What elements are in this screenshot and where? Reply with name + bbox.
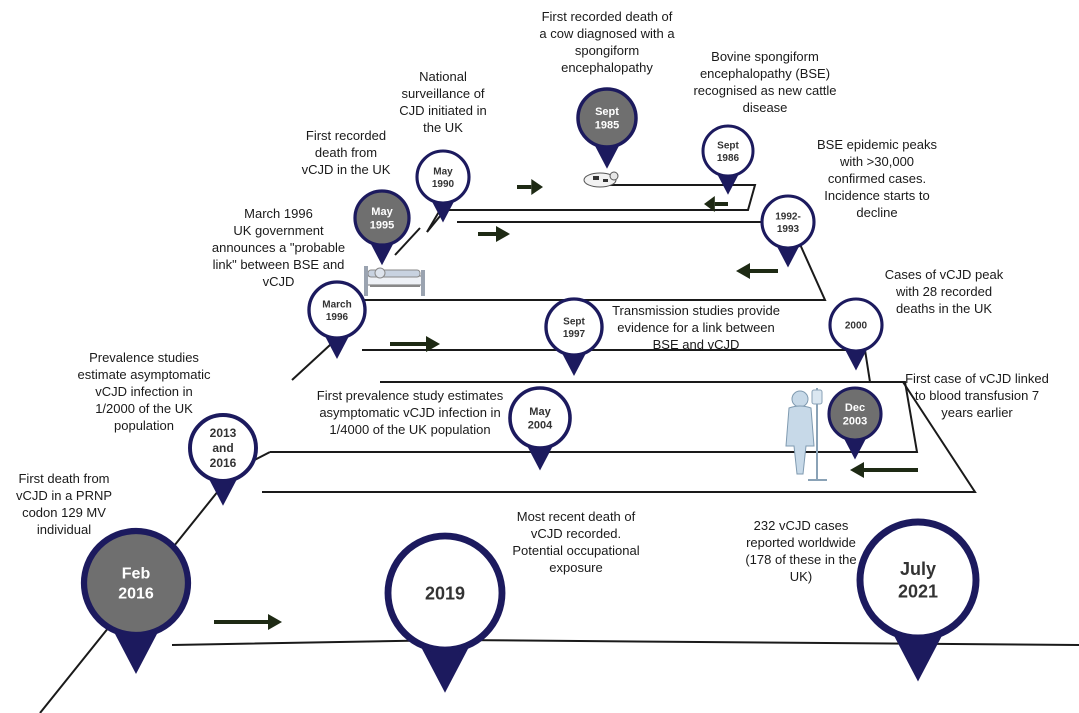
event-annotation-july-2021: 232 vCJD cases reported worldwide (178 o… bbox=[745, 518, 857, 584]
direction-arrows bbox=[214, 179, 918, 630]
event-annotation-may-2004: First prevalence study estimates asympto… bbox=[316, 388, 504, 437]
arrow-icon bbox=[517, 179, 543, 195]
event-annotation-2013-2016: Prevalence studies estimate asymptomatic… bbox=[77, 350, 211, 433]
transfusion-patient-icon bbox=[785, 388, 827, 481]
event-annotation-feb-2016: First death from vCJD in a PRNP codon 12… bbox=[15, 471, 113, 537]
event-annotation-may-1990: National surveillance of CJD initiated i… bbox=[399, 69, 487, 135]
arrow-icon bbox=[478, 226, 510, 242]
pin-date-label: 2019 bbox=[425, 583, 465, 603]
track-segment-1 bbox=[426, 184, 757, 233]
arrow-icon bbox=[736, 263, 778, 279]
pin-1992-1993: 1992-1993 bbox=[760, 194, 816, 268]
pin-date-label: 2000 bbox=[845, 321, 868, 332]
track-connector bbox=[394, 227, 421, 256]
event-annotation-dec-2003: First case of vCJD linked to blood trans… bbox=[905, 371, 1049, 420]
track-segment-4 bbox=[270, 381, 919, 453]
hospital-bed-icon bbox=[364, 266, 425, 296]
illustration-icons bbox=[364, 171, 827, 481]
pin-date-label: 1992-1993 bbox=[775, 211, 801, 235]
track-segment-5 bbox=[262, 381, 977, 493]
track-connector bbox=[291, 344, 331, 381]
event-annotation-2019: Most recent death of vCJD recorded. Pote… bbox=[512, 509, 640, 575]
event-annotation-march-1996: March 1996 UK government announces a "pr… bbox=[211, 206, 346, 289]
arrow-icon bbox=[704, 196, 728, 212]
arrow-icon bbox=[390, 336, 440, 352]
cow-icon bbox=[583, 171, 619, 188]
event-annotation-sept-1997: Transmission studies provide evidence fo… bbox=[612, 303, 780, 352]
event-annotation-may-1995: First recorded death from vCJD in the UK bbox=[301, 128, 391, 177]
pin-2019: 2019 bbox=[384, 532, 506, 693]
event-annotation-sept-1986: Bovine spongiform encephalopathy (BSE) r… bbox=[693, 49, 837, 115]
track-segment-6 bbox=[171, 638, 1079, 646]
pin-2000: 2000 bbox=[828, 297, 884, 371]
event-annotation-sept-1985: First recorded death of a cow diagnosed … bbox=[539, 9, 675, 75]
arrow-icon bbox=[214, 614, 282, 630]
arrow-icon bbox=[850, 462, 918, 478]
event-annotation-2000: Cases of vCJD peak with 28 recorded deat… bbox=[884, 267, 1004, 316]
track-segment-3 bbox=[362, 349, 872, 383]
event-annotation-1992-1993: BSE epidemic peaks with >30,000 confirme… bbox=[817, 137, 937, 220]
